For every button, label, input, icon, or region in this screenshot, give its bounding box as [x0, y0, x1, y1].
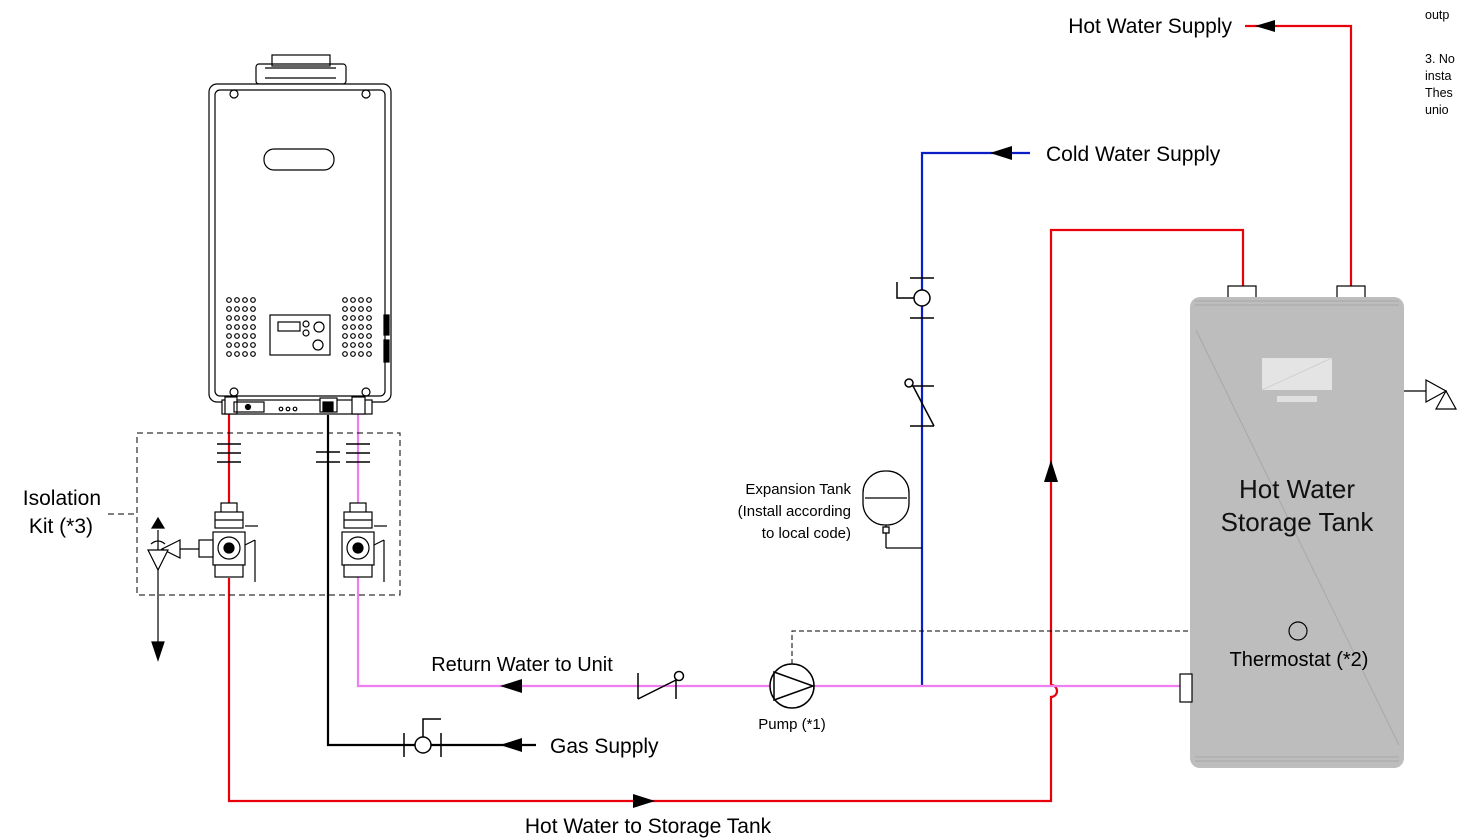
- isolation-kit-label-2: Kit (*3): [29, 515, 93, 538]
- gas-supply-label: Gas Supply: [550, 735, 659, 758]
- svg-text:3. No: 3. No: [1425, 52, 1455, 66]
- control-panel: [269, 314, 331, 356]
- hot-water-supply-label: Hot Water Supply: [1068, 15, 1232, 38]
- hot-to-storage-label: Hot Water to Storage Tank: [525, 815, 772, 838]
- vent-grid-right: [342, 297, 372, 357]
- hot-water-supply-pipe: [1245, 24, 1353, 287]
- expansion-tank-label-3: to local code): [762, 525, 851, 542]
- gas-arrow: [500, 738, 522, 752]
- isolation-valve-return: [341, 502, 387, 582]
- return-water-pipe: [356, 570, 1180, 688]
- flow-arrows: [500, 20, 1275, 808]
- isolation-kit-label: Isolation: [23, 487, 101, 510]
- expansion-tank-label-2: (Install according: [738, 503, 851, 520]
- return-check-valve: [637, 670, 685, 700]
- svg-text:insta: insta: [1425, 69, 1451, 83]
- gas-supply-pipe: [326, 415, 536, 747]
- isolation-valve-hot: [198, 502, 258, 582]
- gas-valve: [403, 718, 442, 757]
- pipe-unions: [217, 443, 370, 463]
- vent-grid-left: [226, 297, 256, 357]
- svg-text:unio: unio: [1425, 103, 1449, 117]
- pump-label: Pump (*1): [758, 716, 826, 733]
- relief-valve: [147, 516, 199, 662]
- cold-supply-arrow: [990, 146, 1012, 160]
- tankless-water-heater: [208, 54, 392, 415]
- storage-tank-label-2: Storage Tank: [1221, 507, 1375, 537]
- return-water-label: Return Water to Unit: [431, 654, 613, 676]
- svg-text:outp: outp: [1425, 8, 1449, 22]
- thermostat-wire: [791, 630, 1288, 664]
- thermostat-label: Thermostat (*2): [1230, 649, 1369, 671]
- cold-water-supply-label: Cold Water Supply: [1046, 143, 1221, 166]
- expansion-tank: [862, 470, 922, 549]
- cold-shutoff-valve: [896, 277, 934, 319]
- return-arrow: [500, 679, 522, 693]
- cold-check-valve: [904, 378, 935, 427]
- thermostat-sensor: [1288, 621, 1308, 641]
- storage-tank: [1179, 285, 1458, 768]
- pump: [769, 663, 816, 709]
- notes-fragment: outp 3. No insta Thes unio: [1425, 8, 1455, 117]
- expansion-tank-label: Expansion Tank: [745, 481, 851, 498]
- isolation-kit-box: [136, 432, 401, 596]
- riser-up-arrow: [1044, 460, 1058, 482]
- hot-supply-arrow: [1255, 20, 1275, 32]
- hot-to-tank-arrow: [633, 794, 655, 808]
- svg-text:Thes: Thes: [1425, 86, 1453, 100]
- storage-tank-label: Hot Water: [1239, 474, 1355, 504]
- cold-water-supply-pipe: [920, 151, 1030, 686]
